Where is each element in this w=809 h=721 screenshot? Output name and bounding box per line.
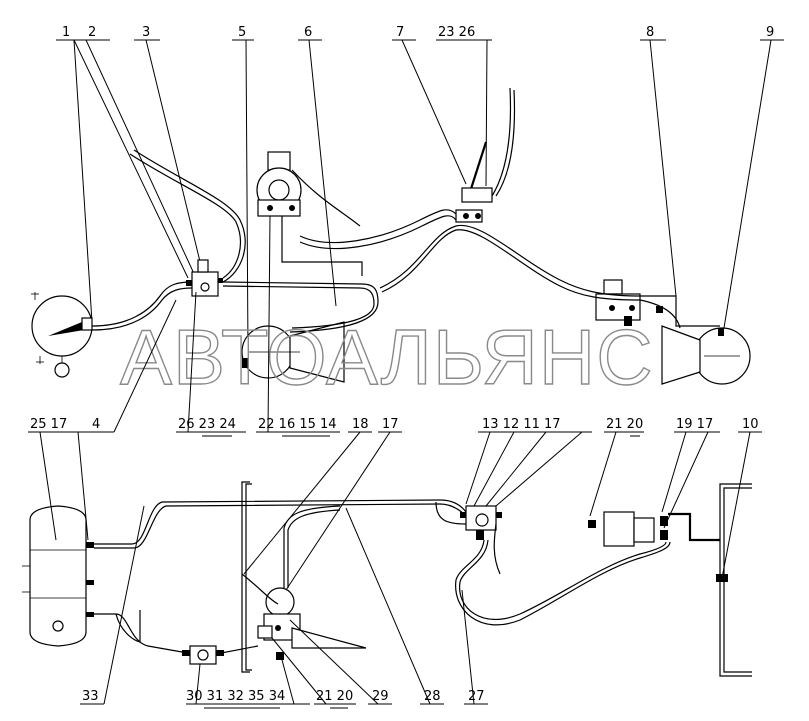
lower-bottom-callouts: 33 30 31 32 35 34 21 20 29 28 27 (80, 505, 488, 709)
protection-valve (460, 505, 502, 540)
air-tank (22, 505, 94, 647)
watermark-text: АВТОАЛЬЯНС (120, 313, 654, 401)
callout-25-17: 25 17 (30, 417, 67, 432)
lower-pipework (94, 499, 720, 655)
callout-8: 8 (646, 25, 654, 40)
callout-5: 5 (238, 25, 246, 40)
callout-10: 10 (742, 417, 759, 432)
lower-assembly: 25 17 13 12 11 17 21 20 19 17 10 (22, 417, 762, 709)
left-wheel-brake (241, 321, 345, 383)
callout-30-31-32-35-34: 30 31 32 35 34 (186, 689, 285, 704)
callout-13-12-11-17: 13 12 11 17 (482, 417, 561, 432)
callout-21-20-upper: 21 20 (606, 417, 643, 432)
callout-2: 2 (88, 25, 96, 40)
callout-7: 7 (396, 25, 404, 40)
callout-26-23-24: 26 23 24 (178, 417, 236, 432)
unloader-valve (182, 645, 224, 665)
upper-assembly: АВТОАЛЬЯНС 1 2 3 5 6 7 23 26 8 9 4 26 23… (31, 25, 784, 437)
relay-valve-left (186, 259, 223, 297)
compressor (257, 587, 367, 660)
callout-4: 4 (92, 417, 100, 432)
left-air-cylinder (31, 292, 93, 378)
callout-6: 6 (304, 25, 312, 40)
callout-28: 28 (424, 689, 441, 704)
lower-top-callouts: 25 17 13 12 11 17 21 20 19 17 10 (28, 417, 762, 591)
top-callout-leaders (56, 39, 784, 353)
callout-21-20-lower: 21 20 (316, 689, 353, 704)
callout-22-16-15-14: 22 16 15 14 (258, 417, 337, 432)
right-wheel-brake (661, 325, 751, 385)
callout-9: 9 (766, 25, 774, 40)
callout-33: 33 (82, 689, 99, 704)
callout-3: 3 (142, 25, 150, 40)
callout-17-upper: 17 (382, 417, 399, 432)
upper-bottom-callouts: 4 26 23 24 22 16 15 14 18 17 (88, 215, 402, 437)
callout-29: 29 (372, 689, 389, 704)
callout-19-17: 19 17 (676, 417, 713, 432)
frame-member-left (241, 481, 252, 673)
callout-1: 1 (62, 25, 70, 40)
central-brake-chamber (256, 151, 302, 217)
top-callout-labels: 1 2 3 5 6 7 23 26 8 9 (62, 25, 774, 40)
callout-23-26: 23 26 (438, 25, 475, 40)
callout-27: 27 (468, 689, 485, 704)
upper-pipework (91, 87, 720, 333)
air-dryer (588, 511, 668, 547)
callout-18-upper: 18 (352, 417, 369, 432)
